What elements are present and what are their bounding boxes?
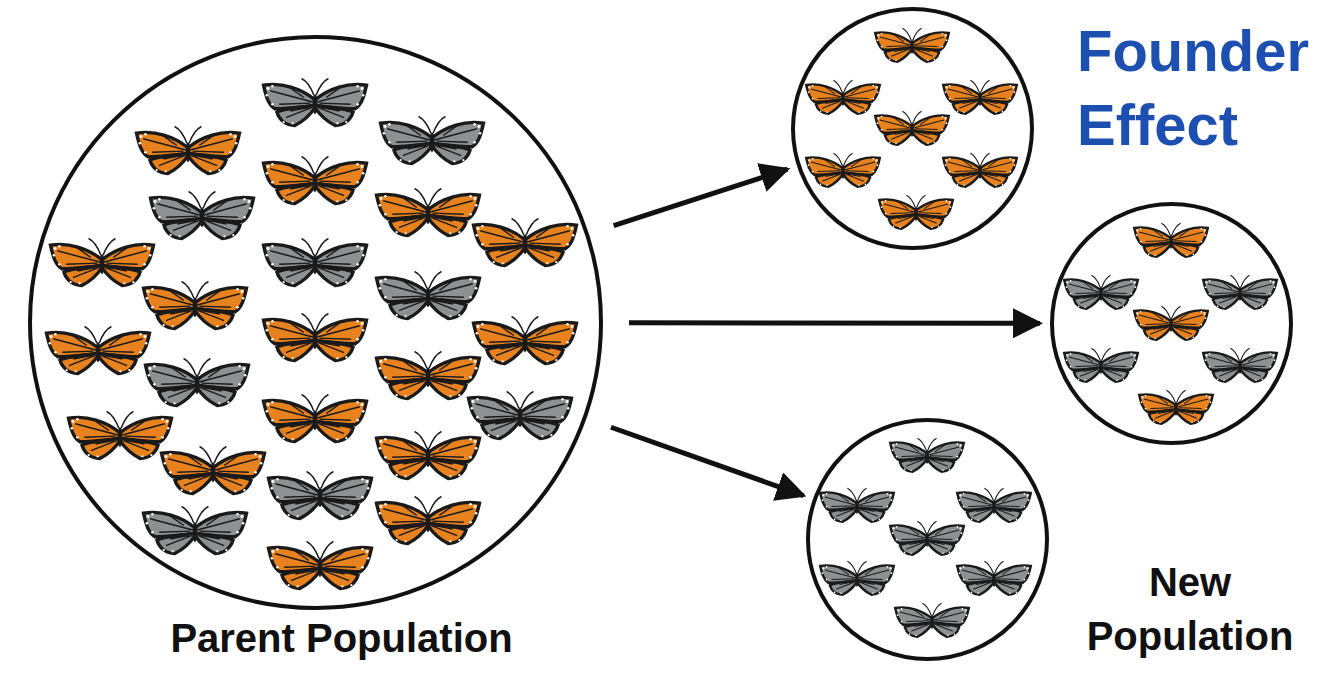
arrow-connector: [611, 427, 804, 495]
new-population-circle: [1050, 202, 1293, 445]
arrow-connector: [614, 169, 788, 225]
population-label: New Population: [1055, 555, 1325, 663]
new-population-circle: [806, 418, 1049, 661]
diagram-title: Founder Effect: [1077, 14, 1332, 162]
arrow-connector: [629, 320, 1040, 325]
population-label: Parent Population: [170, 616, 512, 661]
new-population-circle: [791, 7, 1034, 250]
parent-population-circle: Parent Population: [28, 35, 603, 610]
